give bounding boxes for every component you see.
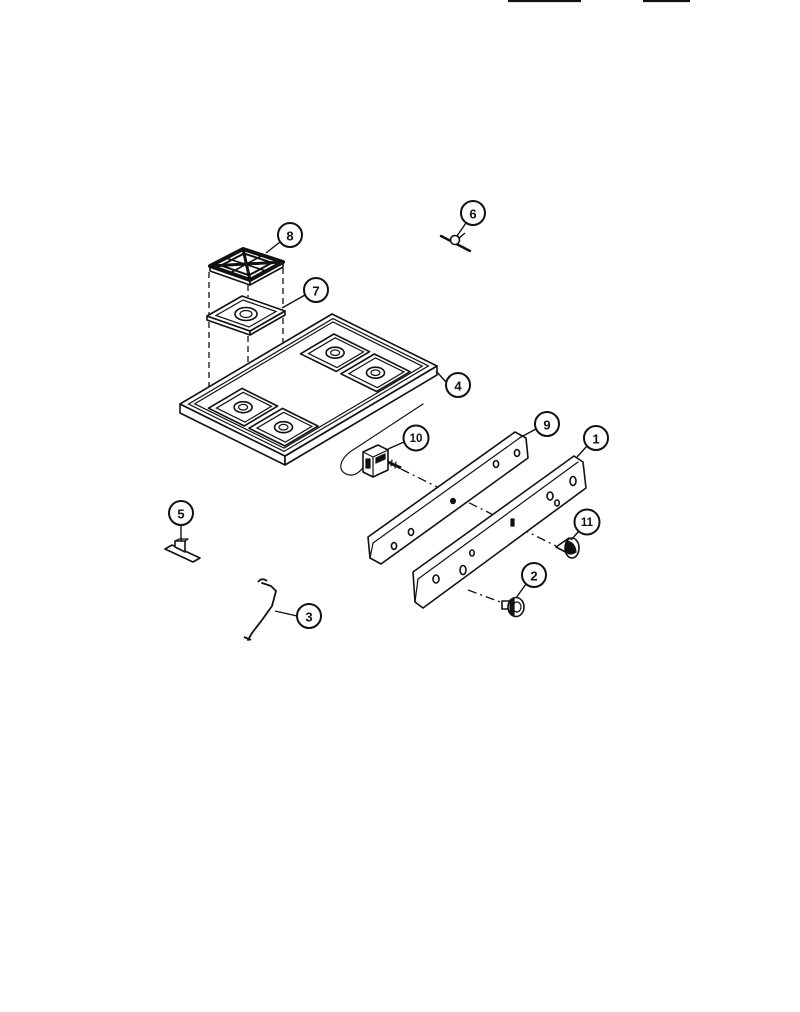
callout-circle xyxy=(402,424,430,452)
callout-8: 8 xyxy=(265,222,303,254)
callout-number: 7 xyxy=(312,284,319,299)
callout-circle xyxy=(534,411,560,437)
callout-circle xyxy=(277,222,303,248)
bracket-part-1 xyxy=(412,455,587,609)
callout-number: 8 xyxy=(286,229,293,244)
callout-circle xyxy=(583,425,609,451)
callout-10: 10 xyxy=(387,424,430,452)
callout-2: 2 xyxy=(515,562,547,599)
callout-circle xyxy=(303,277,329,303)
callout-7: 7 xyxy=(281,277,329,309)
burner-bowl-part xyxy=(206,295,286,336)
callout-circle xyxy=(168,500,194,526)
centerline-fitting xyxy=(467,589,504,604)
bracket-part-9 xyxy=(367,431,529,565)
burner-hole-inner xyxy=(370,369,381,377)
callout-number: 4 xyxy=(454,379,462,394)
callout-9: 9 xyxy=(520,411,560,438)
callout-3: 3 xyxy=(274,603,322,629)
burner-recess-floor xyxy=(347,357,406,389)
callout-number: 2 xyxy=(530,569,537,584)
callout-circle xyxy=(521,562,547,588)
cooktop-rim-inner xyxy=(193,321,424,449)
burner-hole xyxy=(365,366,386,380)
burner-hole-inner xyxy=(278,423,289,431)
callout-4: 4 xyxy=(435,370,471,398)
wire-part xyxy=(243,578,277,641)
burner-hole xyxy=(325,346,345,360)
burner-recess-floor xyxy=(307,337,365,369)
callout-11: 11 xyxy=(570,508,601,541)
callout-number: 11 xyxy=(581,517,594,529)
callout-6: 6 xyxy=(456,200,486,237)
callout-number: 5 xyxy=(177,507,184,522)
callout-1: 1 xyxy=(576,425,609,458)
grate-part xyxy=(208,247,285,286)
clip-part-6 xyxy=(439,232,472,253)
cooktop-surface xyxy=(179,313,438,457)
callout-circle xyxy=(296,603,322,629)
callout-circle xyxy=(445,372,471,398)
fitting-part xyxy=(501,596,525,618)
callout-number: 1 xyxy=(592,432,599,447)
burner-hole-inner xyxy=(238,403,249,411)
burner-hole xyxy=(233,400,253,414)
callout-5: 5 xyxy=(168,500,194,541)
burner-recess-floor xyxy=(215,391,273,423)
callout-number: 3 xyxy=(305,610,312,625)
callout-number: 10 xyxy=(410,433,423,445)
igniter-lead-wire xyxy=(340,403,424,476)
knob-part xyxy=(555,537,580,559)
burner-recess-floor xyxy=(255,411,314,443)
burner-hole xyxy=(273,420,294,434)
bracket-part-5 xyxy=(164,538,201,563)
callout-circle xyxy=(460,200,486,226)
callout-number: 6 xyxy=(469,207,476,222)
callout-circle xyxy=(573,508,601,536)
burner-hole-inner xyxy=(330,349,341,357)
callout-number: 9 xyxy=(543,418,550,433)
cooktop-part xyxy=(179,313,438,466)
switch-part xyxy=(362,444,402,478)
cooktop-rim xyxy=(187,317,430,453)
